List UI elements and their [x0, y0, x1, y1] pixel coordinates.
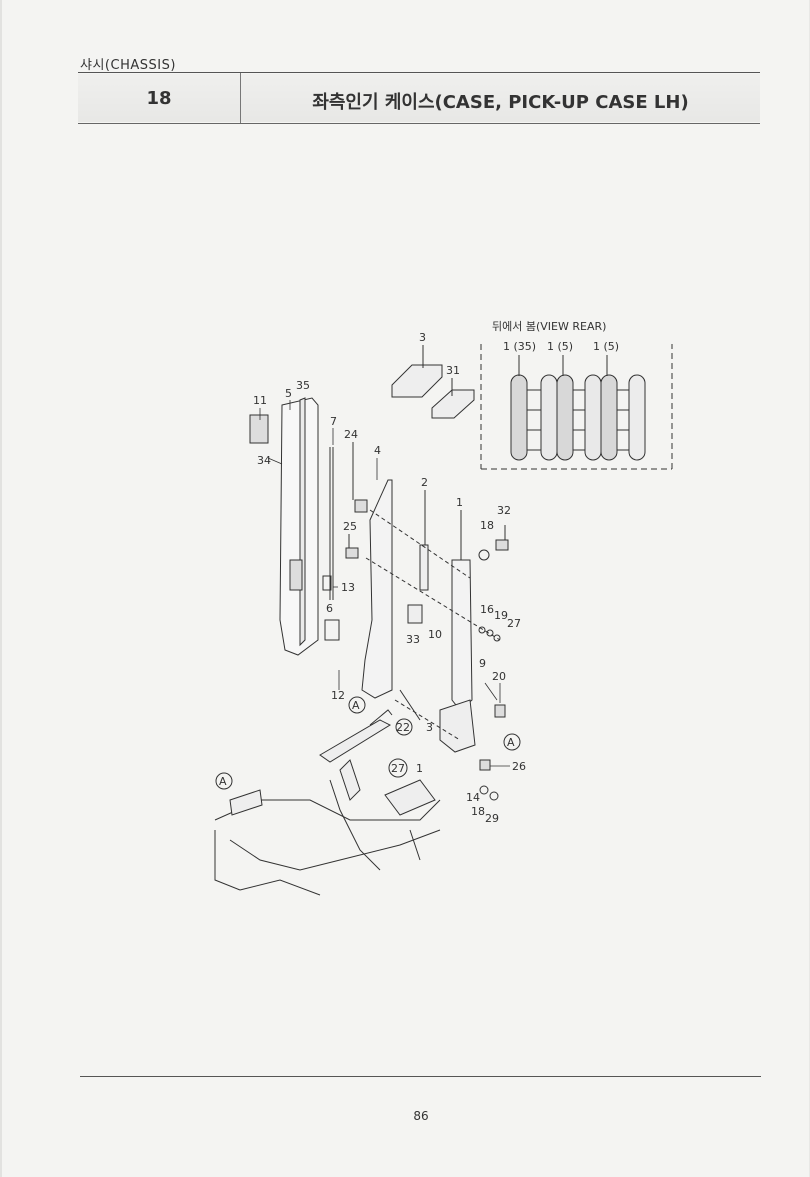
bracket-parts: [391, 345, 475, 419]
callout-A-2: A: [507, 736, 515, 749]
pickup-case-body: [249, 397, 340, 656]
callout-1: 1: [456, 496, 463, 509]
page-number: 86: [413, 1109, 429, 1123]
callout-27: 27: [507, 617, 521, 630]
callout-4: 4: [374, 444, 381, 457]
callout-5: 5: [285, 387, 292, 400]
hardware: [478, 525, 509, 801]
callout-13: 13: [341, 581, 355, 594]
callout-20: 20: [492, 670, 506, 683]
callout-12: 12: [331, 689, 345, 702]
chassis-frame: [214, 779, 441, 896]
callout-16: 16: [480, 603, 494, 616]
leader-lines: [259, 400, 510, 767]
callout-6: 6: [326, 602, 333, 615]
callout-34: 34: [257, 454, 271, 467]
reference-markers: [215, 696, 521, 790]
frame-4: [345, 442, 423, 699]
callout-10: 10: [428, 628, 442, 641]
section-number: 18: [146, 88, 172, 109]
view-rear-part-3: 1 (5): [593, 340, 619, 353]
view-rear-part-2: 1 (5): [547, 340, 573, 353]
callout-18: 18: [480, 519, 494, 532]
callout-7: 7: [330, 415, 337, 428]
callout-27-qty: 1: [416, 762, 423, 775]
callout-32: 32: [497, 504, 511, 517]
section-label: 샤시(CHASSIS): [80, 58, 176, 73]
view-rear-inset: [480, 344, 673, 470]
header-shade: [78, 74, 760, 122]
callout-24: 24: [344, 428, 358, 441]
callout-9: 9: [479, 657, 486, 670]
callout-22-qty: 3: [426, 721, 433, 734]
callout-35: 35: [296, 379, 310, 392]
callout-27-ring: 27: [391, 762, 405, 775]
callout-A-3: A: [219, 775, 227, 788]
rear-view-plates: [510, 355, 646, 461]
callout-2: 2: [421, 476, 428, 489]
callout-11: 11: [253, 394, 267, 407]
callout-29: 29: [485, 812, 499, 825]
callout-31: 31: [446, 364, 460, 377]
footer-rule: [80, 1076, 761, 1077]
header-divider: [240, 73, 241, 123]
callout-3: 3: [419, 331, 426, 344]
callout-33: 33: [406, 633, 420, 646]
callout-18b: 18: [471, 805, 485, 818]
callout-22: 22: [396, 721, 410, 734]
callout-26: 26: [512, 760, 526, 773]
callout-14: 14: [466, 791, 480, 804]
header-top-rule: [78, 72, 760, 73]
view-rear-part-1: 1 (35): [503, 340, 536, 353]
callout-19: 19: [494, 609, 508, 622]
page-title: 좌측인기 케이스(CASE, PICK-UP CASE LH): [312, 92, 689, 113]
view-rear-label: 뒤에서 봄(VIEW REAR): [492, 320, 606, 333]
callout-A-1: A: [352, 699, 360, 712]
header-bottom-rule: [78, 123, 760, 124]
mount-brackets: [319, 689, 436, 816]
rails-1-2: [365, 490, 501, 753]
callout-25: 25: [343, 520, 357, 533]
